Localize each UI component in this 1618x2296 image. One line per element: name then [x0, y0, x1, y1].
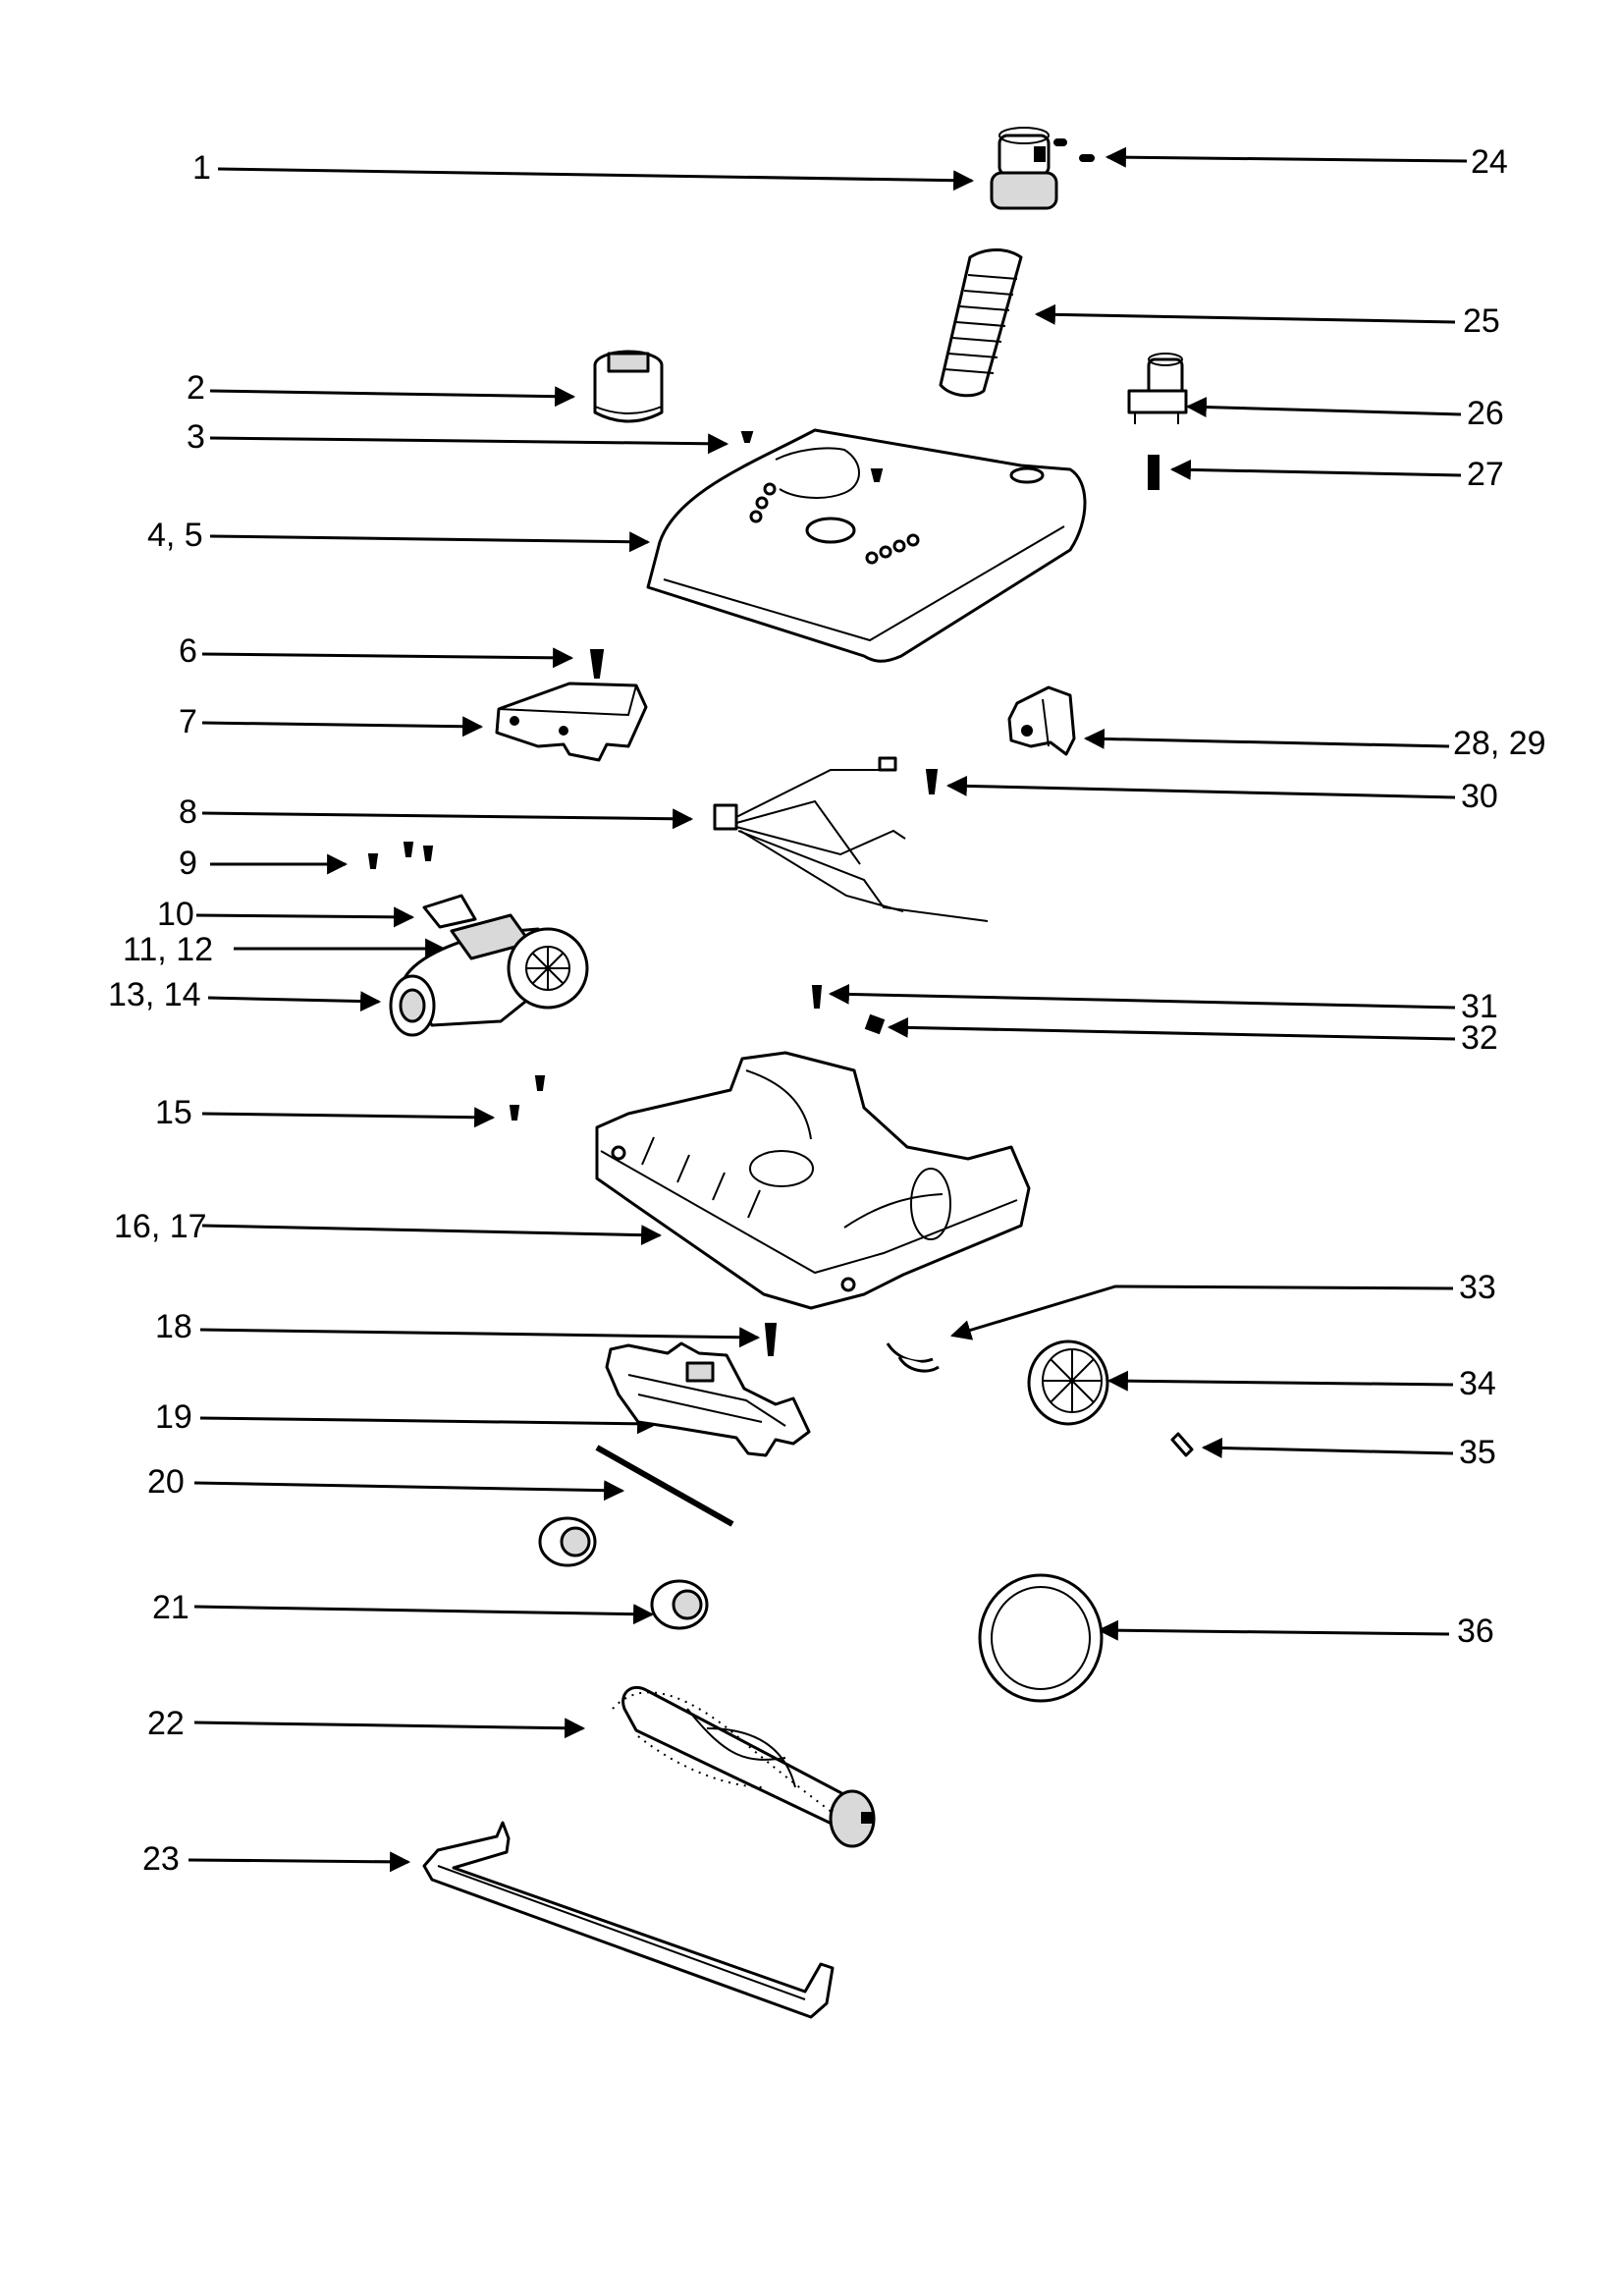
leader-34 [1106, 1370, 1454, 1392]
callout-32: 32 [1461, 1019, 1498, 1057]
callout-4-5: 4, 5 [147, 517, 203, 554]
leader-18 [199, 1327, 761, 1348]
callout-34: 34 [1459, 1365, 1496, 1402]
part-33-clips [886, 1342, 940, 1373]
callout-19: 19 [155, 1398, 192, 1436]
leader-30 [945, 775, 1456, 799]
leader-10 [195, 906, 415, 928]
callout-16-17: 16, 17 [114, 1208, 207, 1245]
leader-24 [1105, 146, 1468, 168]
part-9-screws [367, 842, 434, 869]
leader-23 [188, 1851, 411, 1873]
leader-4-5 [209, 531, 651, 553]
part-20-rod [595, 1445, 734, 1527]
part-2-filter-cup [593, 350, 664, 423]
callout-3: 3 [187, 418, 205, 456]
leader-16-17 [201, 1224, 663, 1246]
part-26-switch-housing [1127, 353, 1188, 424]
callout-36: 36 [1457, 1613, 1494, 1650]
part-1-swivel-cap [990, 127, 1058, 210]
callout-18: 18 [155, 1308, 192, 1345]
part-18-screw [764, 1323, 778, 1356]
callout-31: 31 [1461, 988, 1498, 1025]
leader-19 [199, 1413, 659, 1435]
part-19-brush-plate [605, 1341, 811, 1457]
part-23-bumper [422, 1821, 835, 2019]
callout-23: 23 [142, 1840, 180, 1878]
callout-20: 20 [147, 1463, 185, 1501]
callout-2: 2 [187, 369, 205, 407]
callout-30: 30 [1461, 778, 1498, 815]
callout-8: 8 [179, 793, 197, 831]
part-24-clips [1053, 138, 1095, 162]
callout-labels: 1 2 3 4, 5 6 7 8 9 10 11, 12 13, 14 15 1… [108, 143, 1546, 1878]
leader-1 [217, 167, 975, 191]
part-11-14-motor [389, 913, 589, 1037]
callout-26: 26 [1467, 395, 1504, 432]
leader-7 [201, 716, 484, 738]
part-25-coiled-hose [939, 248, 1023, 398]
leader-35 [1201, 1437, 1454, 1458]
callout-21: 21 [152, 1589, 189, 1626]
leader-22 [193, 1718, 586, 1739]
callout-6: 6 [179, 632, 197, 670]
part-35-pin [1170, 1432, 1194, 1457]
part-36-belt [978, 1573, 1104, 1703]
leader-8 [201, 808, 694, 830]
parts [367, 127, 1194, 2019]
leader-36 [1097, 1619, 1450, 1641]
callout-35: 35 [1459, 1434, 1496, 1471]
callout-33: 33 [1459, 1269, 1496, 1306]
callout-25: 25 [1463, 302, 1500, 340]
part-15-screws [509, 1075, 546, 1121]
leader-15 [201, 1107, 496, 1128]
callout-13-14: 13, 14 [108, 976, 201, 1013]
part-34-wheel [1027, 1339, 1109, 1426]
callout-10: 10 [157, 896, 194, 933]
callout-11-12: 11, 12 [123, 931, 213, 968]
leader-31 [828, 983, 1456, 1010]
callout-22: 22 [147, 1705, 185, 1742]
callout-27: 27 [1467, 456, 1504, 493]
leader-27 [1169, 459, 1462, 480]
part-28-29-bracket [1007, 685, 1076, 756]
leader-2 [209, 386, 576, 408]
part-30-screw [925, 769, 939, 794]
leader-26 [1185, 397, 1462, 418]
leader-lines [188, 146, 1468, 1873]
part-22-brushroll [612, 1685, 876, 1848]
leader-13-14 [207, 991, 382, 1012]
callout-24: 24 [1471, 143, 1508, 181]
part-21-end-caps [538, 1516, 709, 1630]
leader-32 [887, 1016, 1456, 1041]
part-8-wiring-harness [713, 756, 989, 922]
leader-28-29 [1083, 728, 1450, 749]
callout-7: 7 [179, 703, 197, 740]
part-6-screw [589, 649, 605, 679]
part-3-screw [740, 431, 754, 443]
part-7-pedal-bracket [495, 682, 648, 762]
part-27-spring [1148, 455, 1160, 490]
leader-20 [193, 1480, 625, 1502]
leader-33 [949, 1285, 1454, 1340]
callout-9: 9 [179, 845, 197, 882]
part-4-5-hood [646, 428, 1087, 663]
part-16-17-base [595, 1051, 1031, 1310]
callout-28-29: 28, 29 [1453, 725, 1546, 762]
leader-25 [1034, 303, 1456, 325]
part-32-nut [864, 1013, 886, 1035]
leader-6 [201, 647, 574, 669]
leader-21 [193, 1604, 655, 1625]
leader-3 [209, 433, 729, 455]
part-10-plate [422, 894, 477, 929]
part-31-screw [811, 985, 823, 1009]
callout-15: 15 [155, 1094, 192, 1131]
callout-1: 1 [192, 149, 211, 187]
